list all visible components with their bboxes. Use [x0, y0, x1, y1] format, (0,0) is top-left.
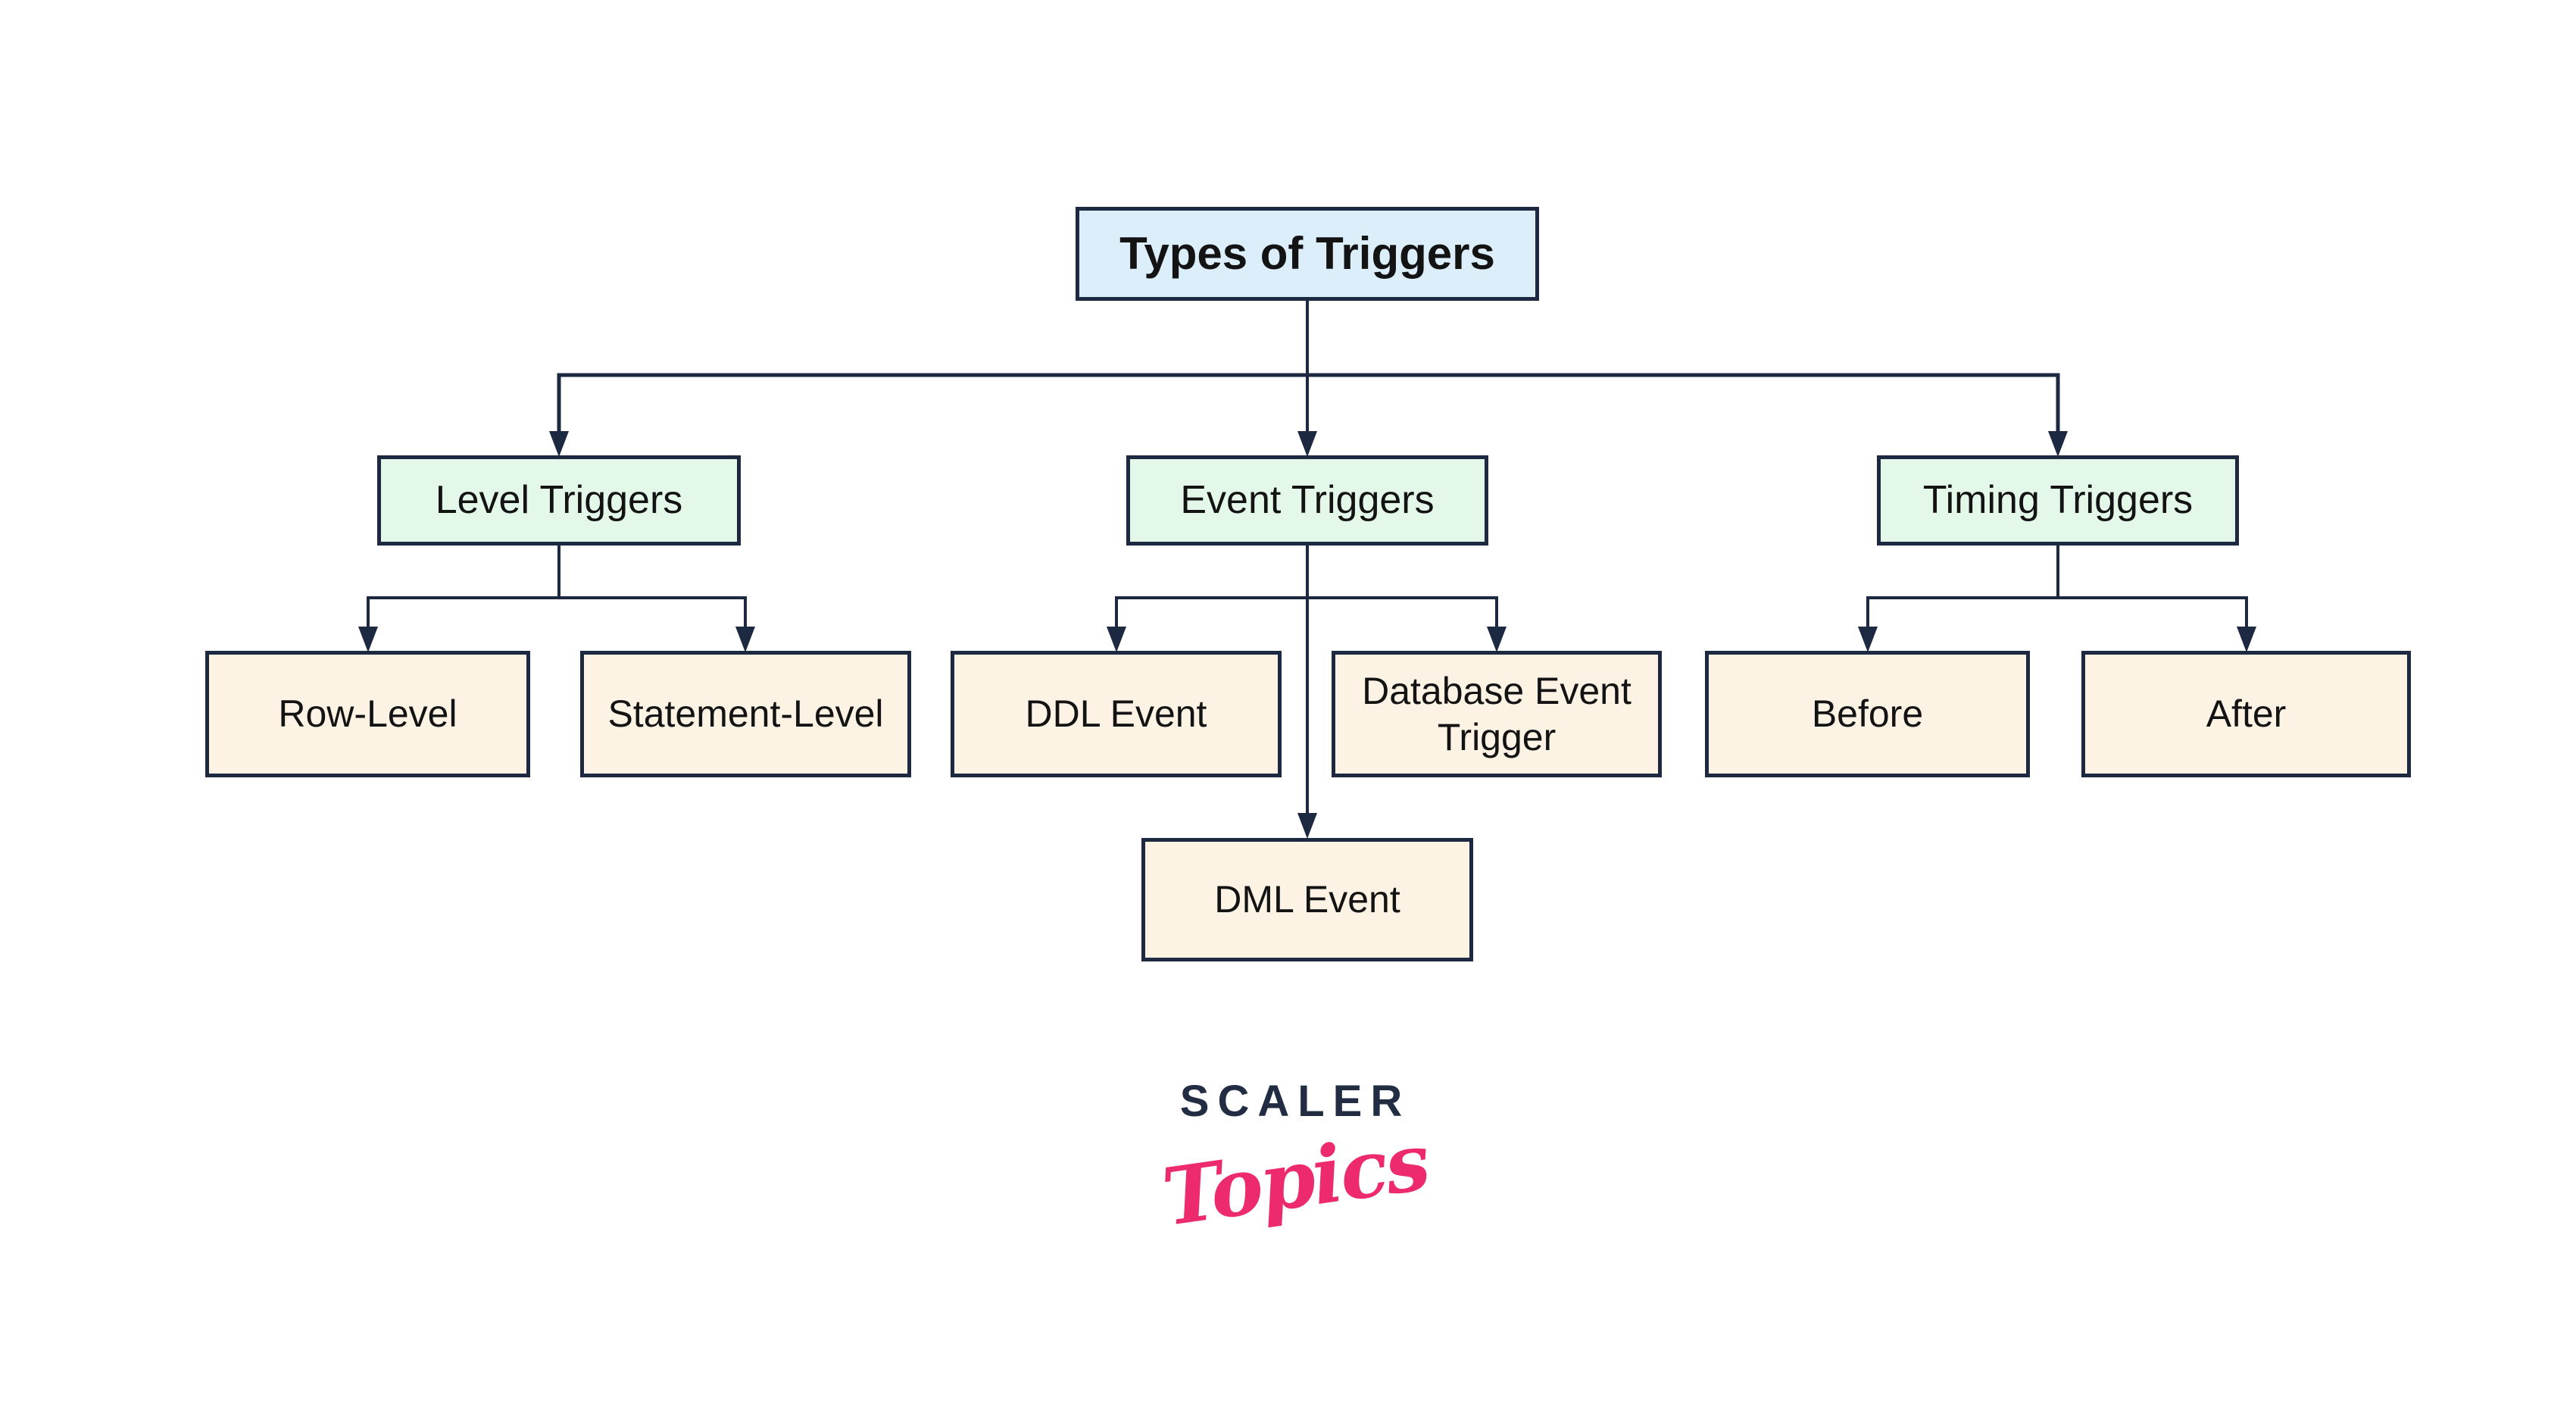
leaf-box-label: Row-Level	[278, 692, 457, 735]
logo-sub-brand-script: Topics	[1157, 1115, 1434, 1244]
branch-box-label: Timing Triggers	[1922, 477, 2194, 522]
leaf-box-dml-event: DML Event	[1141, 838, 1473, 961]
branch-box-label: Event Triggers	[1180, 477, 1435, 522]
arrowhead-icon	[1487, 627, 1507, 652]
leaf-box-label: DML Event	[1214, 878, 1400, 921]
event-branch-rail	[1115, 596, 1498, 627]
arrowhead-icon	[549, 431, 569, 457]
arrowhead-icon	[2237, 627, 2256, 652]
leaf-box-label: Database Event Trigger	[1362, 669, 1631, 758]
leaf-box-database-event-trigger: Database Event Trigger	[1332, 651, 1662, 777]
scaler-topics-logo: SCALER Topics	[1151, 1076, 1439, 1244]
root-box-label: Types of Triggers	[1119, 228, 1495, 280]
branch-box-event-triggers: Event Triggers	[1126, 455, 1488, 546]
arrowhead-icon	[1858, 627, 1878, 652]
leaf-box-after: After	[2081, 651, 2411, 777]
arrowhead-icon	[2048, 431, 2068, 457]
arrowhead-icon	[1297, 431, 1317, 457]
leaf-box-before: Before	[1705, 651, 2030, 777]
branch-box-label: Level Triggers	[435, 477, 683, 522]
root-branch-rail	[557, 373, 2060, 432]
arrowhead-icon	[1107, 627, 1126, 652]
timing-branch-rail	[1866, 596, 2248, 627]
level-branch-rail	[367, 596, 747, 627]
logo-brand-wordmark: SCALER	[1179, 1077, 1411, 1126]
leaf-box-row-level: Row-Level	[205, 651, 530, 777]
leaf-box-label: Statement-Level	[607, 692, 884, 735]
arrowhead-icon	[358, 627, 378, 652]
branch-box-timing-triggers: Timing Triggers	[1877, 455, 2239, 546]
arrowhead-icon	[735, 627, 755, 652]
arrowhead-icon	[1297, 813, 1317, 839]
root-box-types-of-triggers: Types of Triggers	[1076, 207, 1539, 301]
leaf-box-label: Before	[1811, 692, 1924, 735]
leaf-box-label: After	[2206, 692, 2287, 735]
branch-box-level-triggers: Level Triggers	[377, 455, 741, 546]
leaf-box-label: DDL Event	[1025, 692, 1207, 735]
leaf-box-ddl-event: DDL Event	[951, 651, 1282, 777]
leaf-box-statement-level: Statement-Level	[580, 651, 911, 777]
